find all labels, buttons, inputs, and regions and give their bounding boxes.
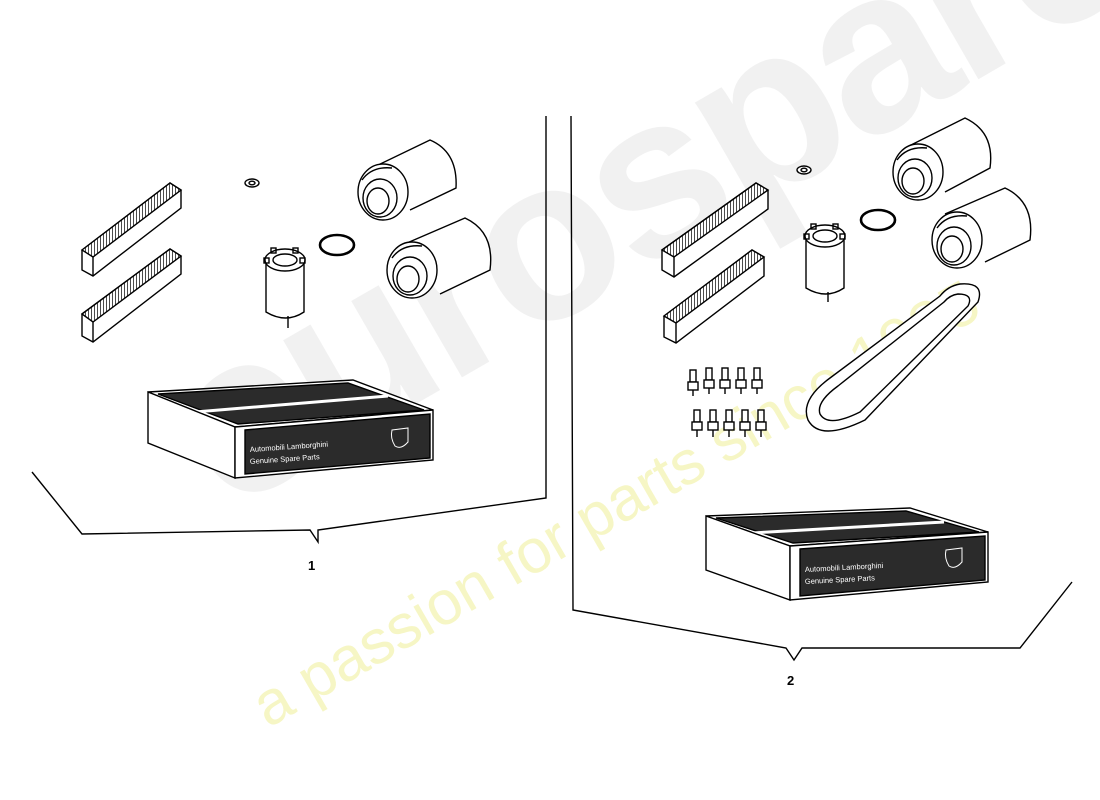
spark-plug-icon — [691, 409, 703, 437]
spark-plug-icon — [755, 409, 767, 437]
kit-2-bracket — [570, 115, 1073, 662]
o-ring-icon — [859, 208, 897, 232]
kit-2-box-line1: Automobili Lamborghini — [805, 561, 884, 574]
cabin-filter-icon — [660, 182, 770, 278]
cabin-filter-icon — [80, 248, 183, 343]
spark-plug-row-bottom — [691, 409, 767, 437]
air-filter-icon — [931, 187, 1032, 269]
parts-box — [705, 507, 989, 601]
spark-plug-icon — [739, 409, 751, 437]
kit-1-bracket — [31, 116, 547, 545]
fuel-filter-icon — [263, 247, 306, 328]
washer-icon — [244, 178, 260, 188]
spark-plug-icon — [751, 367, 763, 394]
kit-1-group — [31, 116, 547, 545]
air-filter-icon — [386, 217, 492, 299]
spark-plug-icon — [735, 367, 747, 394]
spark-plug-row-top — [687, 367, 763, 396]
callout-number-2: 2 — [787, 673, 795, 688]
drive-belt-icon — [805, 283, 981, 432]
callout-number-1: 1 — [308, 558, 316, 573]
air-filter-icon — [357, 139, 457, 221]
air-filter-icon — [892, 117, 992, 201]
parts-box — [147, 379, 434, 480]
cabin-filter-icon — [662, 249, 766, 344]
kit-2-group — [570, 115, 1073, 662]
spark-plug-icon — [703, 367, 715, 394]
spark-plug-icon — [719, 367, 731, 394]
kit-2-box-line2: Genuine Spare Parts — [805, 573, 876, 586]
spark-plug-icon — [707, 409, 719, 437]
o-ring-icon — [318, 233, 356, 257]
cabin-filter-icon — [80, 182, 183, 277]
spark-plug-icon — [687, 369, 699, 396]
washer-icon — [796, 165, 812, 175]
fuel-filter-icon — [803, 223, 846, 302]
spark-plug-icon — [723, 409, 735, 437]
